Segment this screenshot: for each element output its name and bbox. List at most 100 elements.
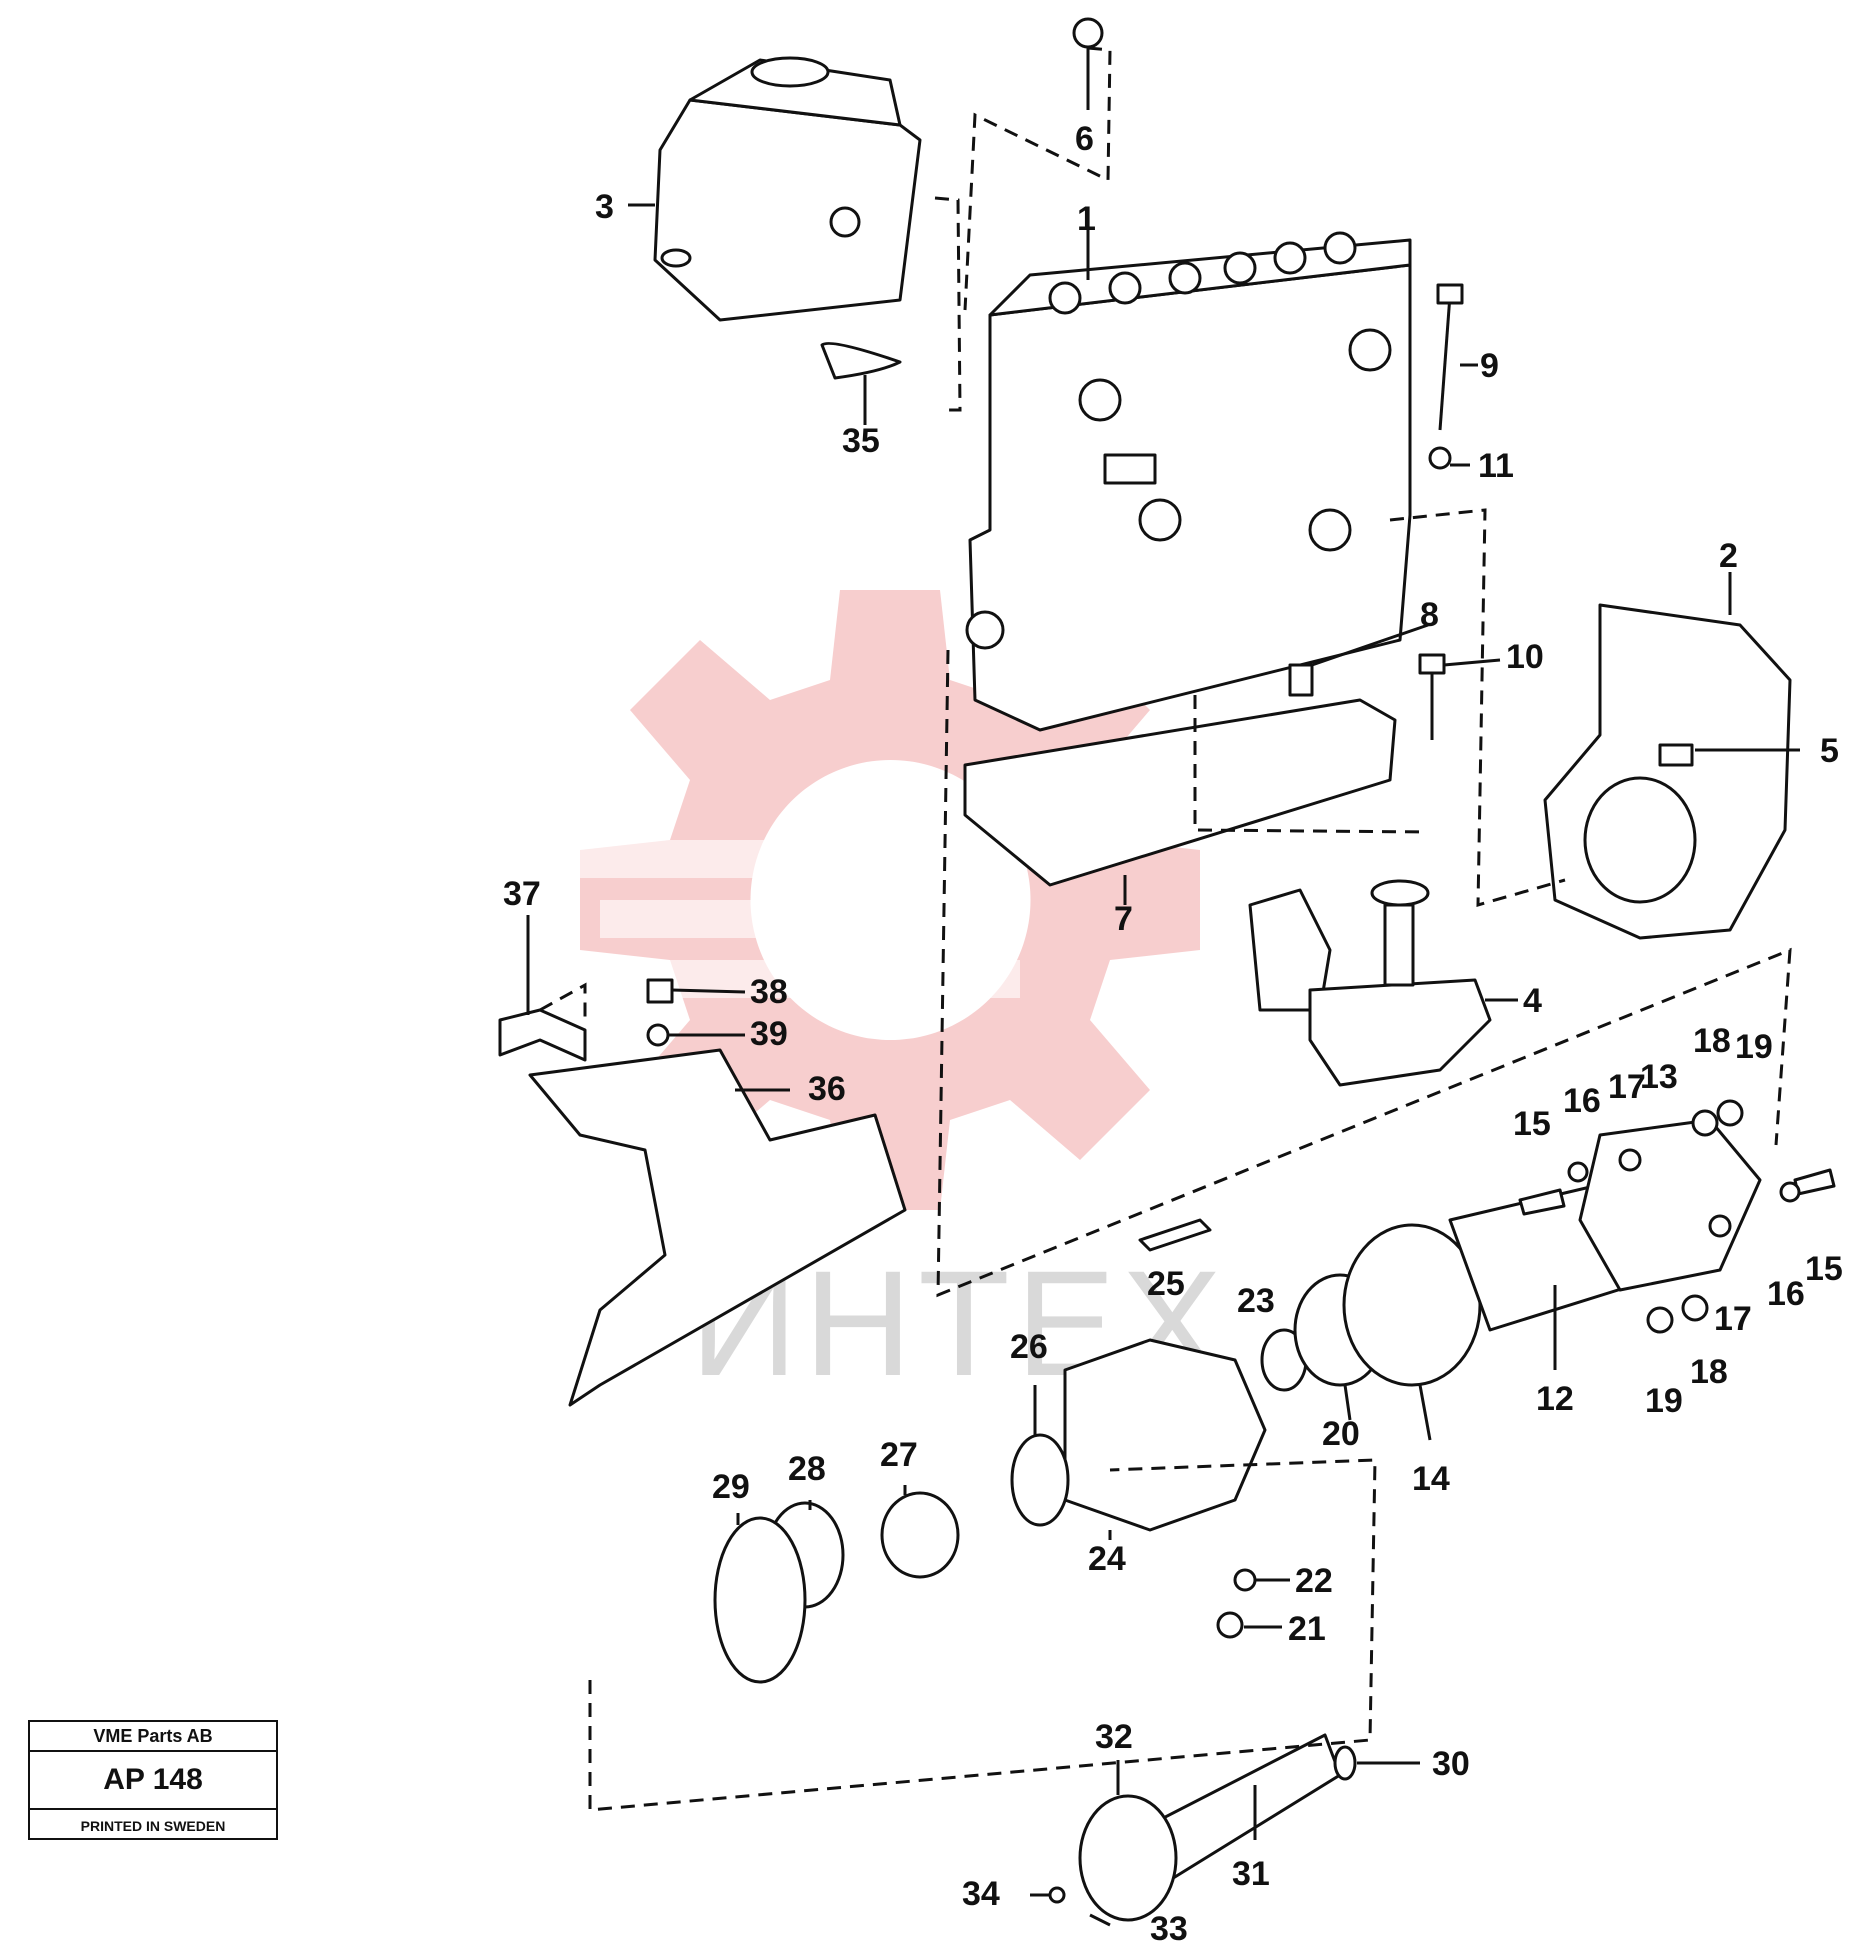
part-24-housing bbox=[1063, 1338, 1267, 1532]
part-29-ring bbox=[713, 1516, 807, 1684]
callout-13: 13 bbox=[1640, 1058, 1678, 1096]
callout-35: 35 bbox=[842, 422, 880, 460]
callout-9: 9 bbox=[1480, 347, 1499, 385]
callout-3: 3 bbox=[595, 188, 614, 226]
part-19-nut-top bbox=[1716, 1099, 1744, 1127]
part-10-bolt-head bbox=[1418, 653, 1446, 675]
callout-38: 38 bbox=[750, 973, 788, 1011]
assembly-line-2 bbox=[1389, 508, 1566, 908]
leader-lines bbox=[526, 48, 1800, 1897]
assembly-line-3 bbox=[934, 196, 962, 412]
part-3-cover bbox=[653, 56, 922, 322]
callout-17a: 17 bbox=[1608, 1068, 1646, 1106]
cover-knob bbox=[829, 206, 861, 238]
callout-19a: 19 bbox=[1735, 1028, 1773, 1066]
part-8-sleeve bbox=[1288, 663, 1314, 697]
callout-22: 22 bbox=[1295, 1562, 1333, 1600]
callout-18b: 18 bbox=[1690, 1353, 1728, 1391]
cover-hole bbox=[660, 248, 692, 268]
pump-shaft-end bbox=[965, 610, 1005, 650]
part-36-shield bbox=[528, 1048, 907, 1407]
part-34-screw bbox=[1048, 1886, 1066, 1904]
watermark-bar-3 bbox=[640, 960, 1020, 998]
title-block-company: VME Parts AB bbox=[30, 1722, 276, 1752]
callout-4: 4 bbox=[1523, 982, 1542, 1020]
part-17-washer-top bbox=[1618, 1148, 1642, 1172]
part-26-bearing-bore bbox=[1010, 1433, 1070, 1527]
callout-18a: 18 bbox=[1693, 1022, 1731, 1060]
part-22-washer bbox=[1233, 1568, 1257, 1592]
part-15-bolt-left bbox=[1518, 1188, 1566, 1216]
callout-26: 26 bbox=[1010, 1328, 1048, 1366]
leader-14 bbox=[1418, 1384, 1432, 1441]
part-7-base-plate bbox=[963, 698, 1397, 887]
part-16-washer-left bbox=[1567, 1161, 1589, 1183]
pump-outlet-4 bbox=[1223, 251, 1257, 285]
callout-33: 33 bbox=[1150, 1910, 1188, 1945]
callout-23: 23 bbox=[1237, 1282, 1275, 1320]
callout-17b: 17 bbox=[1714, 1300, 1752, 1338]
callout-27: 27 bbox=[880, 1436, 918, 1474]
part-4-feed-pump bbox=[1248, 879, 1492, 1087]
part-15-bolt-right bbox=[1793, 1168, 1836, 1196]
pump-nameplate bbox=[1103, 453, 1157, 485]
part-32-gear bbox=[1078, 1794, 1178, 1922]
pump-port-d bbox=[1348, 328, 1392, 372]
callout-25: 25 bbox=[1147, 1265, 1185, 1303]
callout-15b: 15 bbox=[1805, 1250, 1843, 1288]
part-38-bolt bbox=[646, 978, 674, 1004]
part-9-bolt bbox=[1438, 294, 1452, 431]
pump-outlet-3 bbox=[1168, 261, 1202, 295]
callout-11: 11 bbox=[1478, 447, 1514, 485]
title-block-plate: AP 148 bbox=[30, 1752, 276, 1810]
part-11-washer bbox=[1428, 446, 1452, 470]
watermark-bar-2 bbox=[600, 900, 1000, 938]
callout-34: 34 bbox=[962, 1875, 1000, 1913]
callout-29: 29 bbox=[712, 1468, 750, 1506]
callout-32: 32 bbox=[1095, 1718, 1133, 1756]
part-16-washer-right bbox=[1779, 1181, 1801, 1203]
pump-body bbox=[968, 263, 1412, 732]
part-6-washer bbox=[1072, 17, 1104, 49]
callout-31: 31 bbox=[1232, 1855, 1270, 1893]
part-27-bushing bbox=[880, 1491, 960, 1579]
callout-16a: 16 bbox=[1563, 1082, 1601, 1120]
feed-pump-knob bbox=[1370, 879, 1430, 907]
watermark-gear-shape bbox=[580, 590, 1200, 1210]
callout-24: 24 bbox=[1088, 1540, 1126, 1578]
feed-pump-plunger bbox=[1383, 903, 1415, 987]
leader-10 bbox=[1443, 658, 1501, 667]
callout-6: 6 bbox=[1075, 120, 1094, 158]
callout-20: 20 bbox=[1322, 1415, 1360, 1453]
title-block-footer: PRINTED IN SWEDEN bbox=[80, 1818, 226, 1834]
part-25-bolt bbox=[1138, 1218, 1212, 1252]
callout-14: 14 bbox=[1412, 1460, 1450, 1498]
callout-10: 10 bbox=[1506, 638, 1544, 676]
assembly-line-base bbox=[1193, 695, 1428, 834]
part-33-key bbox=[1089, 1913, 1111, 1927]
pump-port-a bbox=[1078, 378, 1122, 422]
callout-39: 39 bbox=[750, 1015, 788, 1053]
part-37-bracket bbox=[498, 1008, 587, 1062]
cover-body bbox=[653, 98, 922, 322]
callout-16b: 16 bbox=[1767, 1275, 1805, 1313]
callout-labels: 1 2 3 4 5 6 7 8 9 10 11 12 13 14 15 15 1… bbox=[503, 120, 1843, 1945]
part-21-screw bbox=[1216, 1611, 1244, 1639]
pump-port-c bbox=[1308, 508, 1352, 552]
callout-21: 21 bbox=[1288, 1610, 1326, 1648]
cover-top bbox=[688, 58, 902, 127]
part-19-nut-bottom bbox=[1646, 1306, 1674, 1334]
pump-outlet-1 bbox=[1048, 281, 1082, 315]
callout-19b: 19 bbox=[1645, 1382, 1683, 1420]
callout-30: 30 bbox=[1432, 1745, 1470, 1783]
callout-37: 37 bbox=[503, 875, 541, 913]
leader-38 bbox=[671, 988, 746, 994]
feed-pump-body bbox=[1308, 978, 1492, 1087]
callout-15a: 15 bbox=[1513, 1105, 1551, 1143]
part-35-seal bbox=[820, 341, 902, 380]
callout-2: 2 bbox=[1719, 537, 1738, 575]
part-39-washer bbox=[646, 1023, 670, 1047]
callout-12: 12 bbox=[1536, 1380, 1574, 1418]
callout-1: 1 bbox=[1077, 200, 1096, 238]
